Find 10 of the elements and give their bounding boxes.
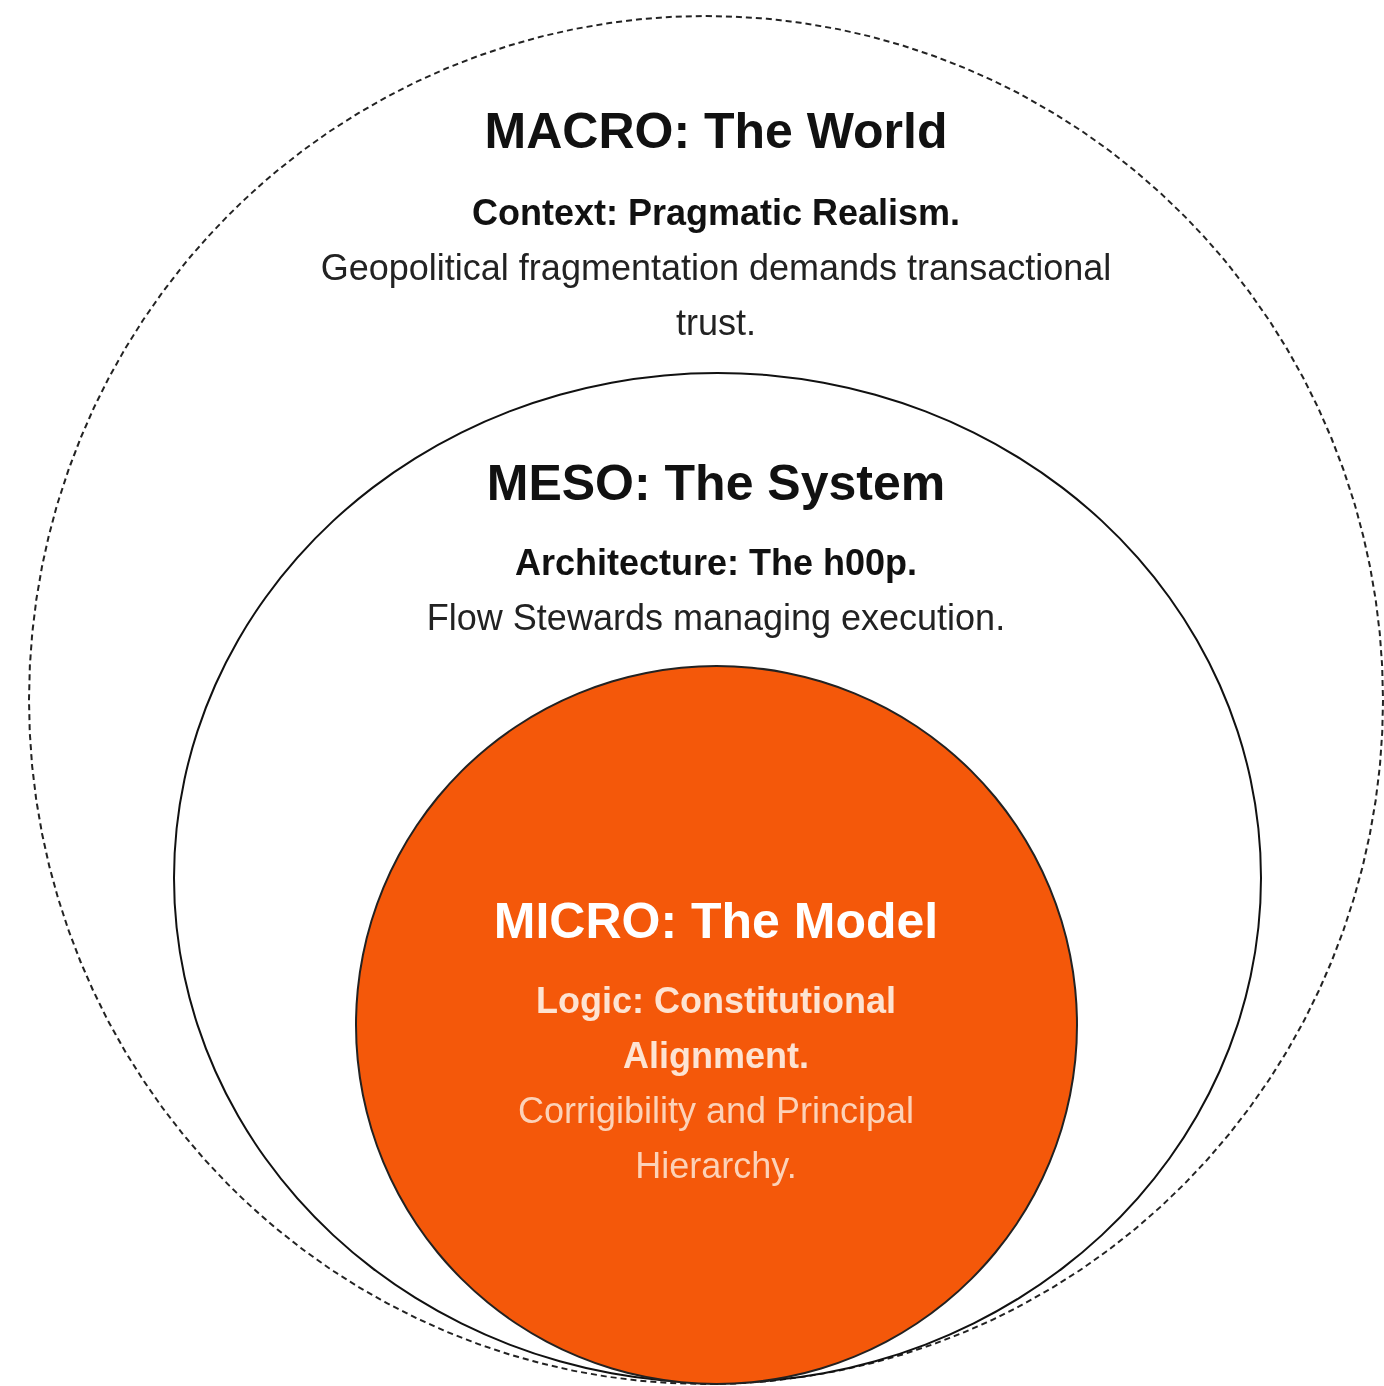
- description-text: Corrigibility and Principal Hierarchy.: [516, 1089, 916, 1188]
- description-text: Flow Stewards managing execution.: [425, 596, 1007, 640]
- title-text: MESO: The System: [485, 454, 947, 513]
- subtitle-text: Context: Pragmatic Realism.: [470, 191, 962, 235]
- description-text: Geopolitical fragmentation demands transactional trust.: [319, 246, 1113, 345]
- title-text: MACRO: The World: [483, 102, 949, 161]
- title-text: MICRO: The Model: [492, 892, 940, 951]
- subtitle-text: Logic: Constitutional Alignment.: [535, 979, 897, 1078]
- subtitle-text: Architecture: The h00p.: [513, 541, 919, 585]
- outer-circle: [28, 15, 1384, 1385]
